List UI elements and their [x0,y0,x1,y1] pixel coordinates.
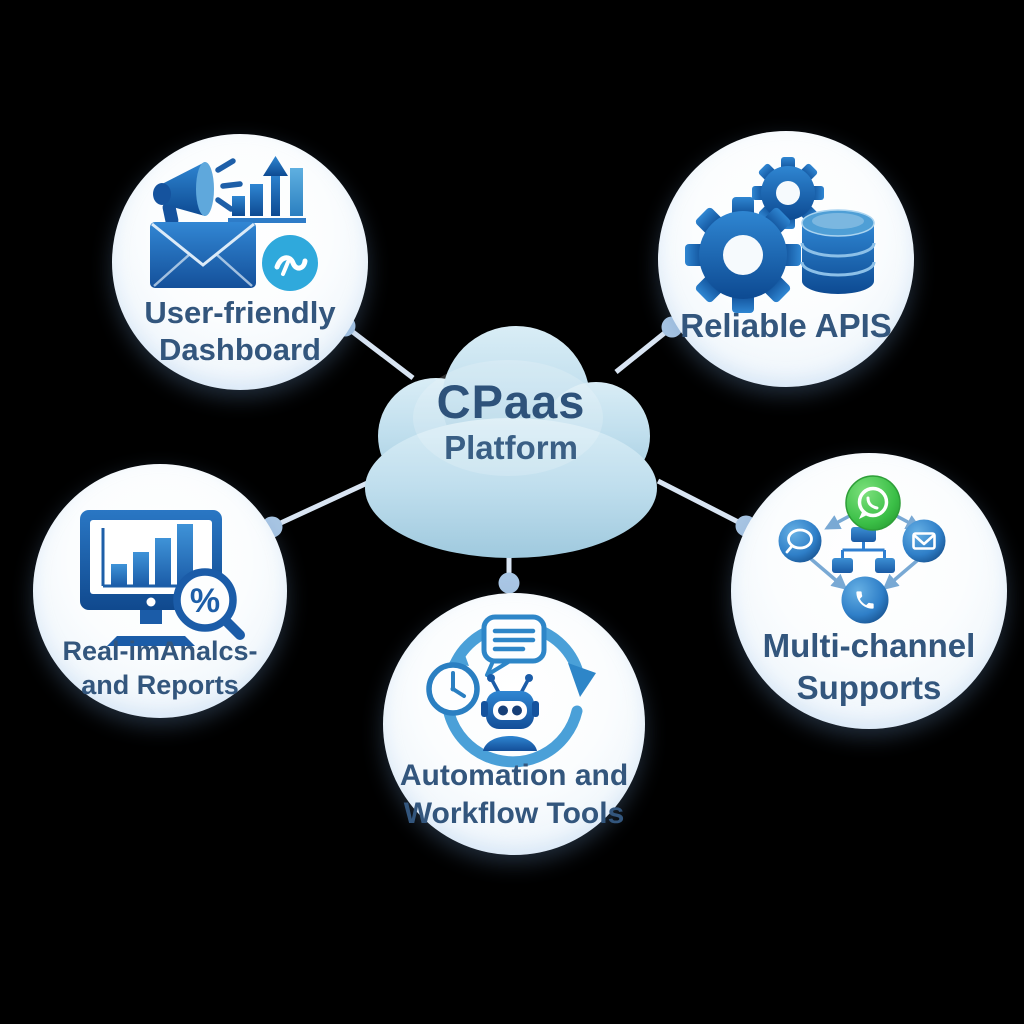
phone-icon [841,576,889,624]
multichannel-icons [778,475,946,624]
node-label: User-friendly Dashboard [112,294,368,368]
node-label: Automation and Workflow Tools [383,757,645,833]
node-label: Multi-channel Supports [731,625,1007,709]
node-realtime-analytics: % Real-imAnalcs- and Reports [33,464,287,718]
node-label-line: Dashboard [159,332,321,367]
node-label-line: Automation and [399,759,629,792]
sitemap-icon [832,527,895,573]
apis-icons [685,157,876,313]
node-label-line: User-friendly [144,295,336,330]
small-gear-icon [752,157,824,229]
node-automation-workflow: Automation and Workflow Tools [383,593,645,855]
center-subtitle: Platform [444,429,578,466]
node-reliable-apis: Reliable APIS [658,131,914,387]
node-label-line: Workflow Tools [403,797,625,830]
node-label-line: and Reports [81,670,239,700]
chat-bubble-icon [778,519,822,563]
large-gear-icon [685,197,801,313]
cloud-shape: CPaas Platform [358,318,664,562]
email-icon [902,519,946,563]
chat-message-icon [481,614,547,677]
node-label: Real-imAnalcs- and Reports [33,634,287,702]
megaphone-icon [153,158,243,227]
node-multi-channel-supports: Multi-channel Supports [731,453,1007,729]
cloud-text: CPaas Platform [358,376,664,468]
bar-chart-growth-arrow-icon [228,156,306,223]
robot-icon [481,674,539,751]
node-user-friendly-dashboard: User-friendly Dashboard [112,134,368,390]
center-title: CPaas [436,375,586,428]
node-label-line: Real-imAnalcs- [62,636,258,666]
database-icon [800,209,876,294]
percent-symbol: % [190,582,220,620]
percent-magnifier-icon: % [173,568,245,640]
analytics-icons: % [80,510,245,646]
whatsapp-icon [845,475,901,531]
email-envelope-icon [150,222,256,288]
automation-icons [426,614,596,768]
clock-icon [426,662,480,716]
node-label-line: Multi-channel [762,627,976,664]
check-badge-icon [262,235,318,291]
node-label-line: Reliable APIS [680,307,892,344]
node-label-line: Supports [796,669,942,706]
dashboard-icons [150,156,318,291]
node-label: Reliable APIS [658,307,914,345]
cloud-icon [365,326,657,558]
